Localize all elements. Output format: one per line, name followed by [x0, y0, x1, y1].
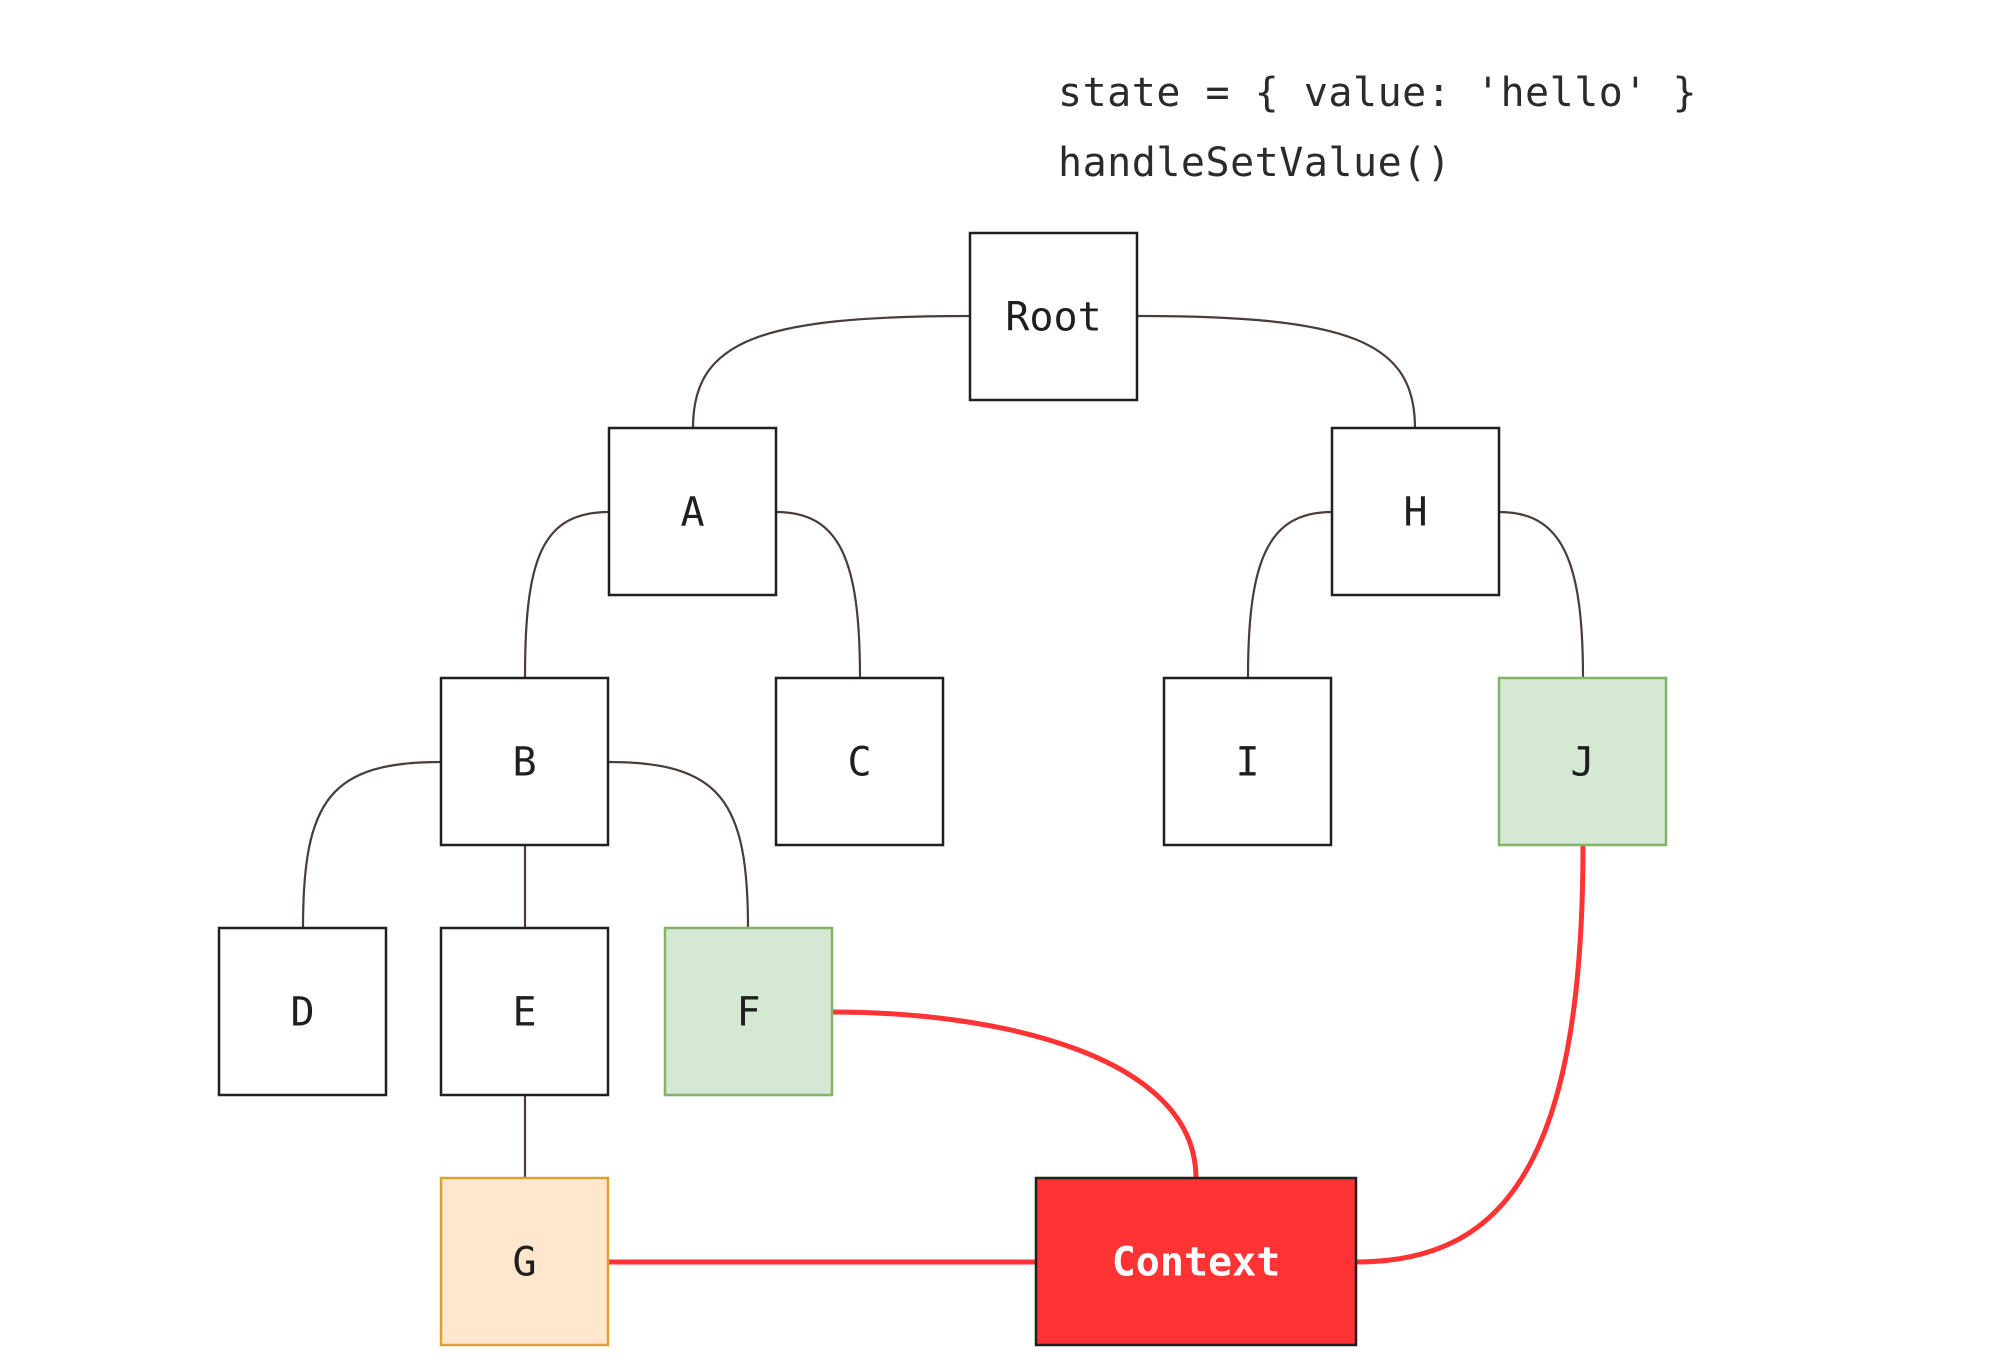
node-context: Context: [1034, 1176, 1358, 1347]
node-box-a: [607, 426, 778, 597]
tree-edge-h-j: [1498, 510, 1585, 679]
node-label-a: A: [680, 490, 704, 536]
tree-edge-b-f: [607, 760, 750, 929]
node-box-d: [217, 926, 388, 1097]
node-box-j: [1497, 676, 1668, 847]
tree-edge-a-c: [775, 510, 862, 679]
node-box-b: [439, 676, 610, 847]
node-h: H: [1330, 426, 1501, 597]
state-code-line: state = { value: 'hello' }: [1058, 70, 1698, 116]
node-e: E: [439, 926, 610, 1097]
node-label-d: D: [290, 990, 314, 1036]
node-label-f: F: [736, 990, 760, 1036]
context-edge-f-context: [831, 1009, 1199, 1179]
node-i: I: [1162, 676, 1333, 847]
node-label-j: J: [1570, 740, 1594, 786]
node-g: G: [439, 1176, 610, 1347]
node-box-e: [439, 926, 610, 1097]
tree-edge-a-b: [523, 510, 610, 679]
node-box-root: [968, 231, 1139, 402]
node-label-context: Context: [1112, 1240, 1281, 1286]
node-box-g: [439, 1176, 610, 1347]
context-edge-j-context: [1355, 844, 1586, 1265]
handler-code-line: handleSetValue(): [1058, 140, 1452, 186]
node-box-c: [774, 676, 945, 847]
node-label-root: Root: [1005, 295, 1101, 341]
tree-edge-b-d: [301, 760, 442, 929]
node-label-g: G: [512, 1240, 536, 1286]
node-label-h: H: [1403, 490, 1427, 536]
tree-edge-h-i: [1246, 510, 1333, 679]
node-label-i: I: [1235, 740, 1259, 786]
node-box-i: [1162, 676, 1333, 847]
tree-edge-root-a: [691, 314, 971, 429]
tree-edge-root-h: [1136, 314, 1417, 429]
node-c: C: [774, 676, 945, 847]
node-box-h: [1330, 426, 1501, 597]
node-label-b: B: [512, 740, 536, 786]
node-d: D: [217, 926, 388, 1097]
node-j: J: [1497, 676, 1668, 847]
node-label-c: C: [847, 740, 871, 786]
node-box-f: [663, 926, 834, 1097]
node-f: F: [663, 926, 834, 1097]
node-box-context: [1034, 1176, 1358, 1347]
node-root: Root: [968, 231, 1139, 402]
node-b: B: [439, 676, 610, 847]
node-label-e: E: [512, 990, 536, 1036]
node-a: A: [607, 426, 778, 597]
